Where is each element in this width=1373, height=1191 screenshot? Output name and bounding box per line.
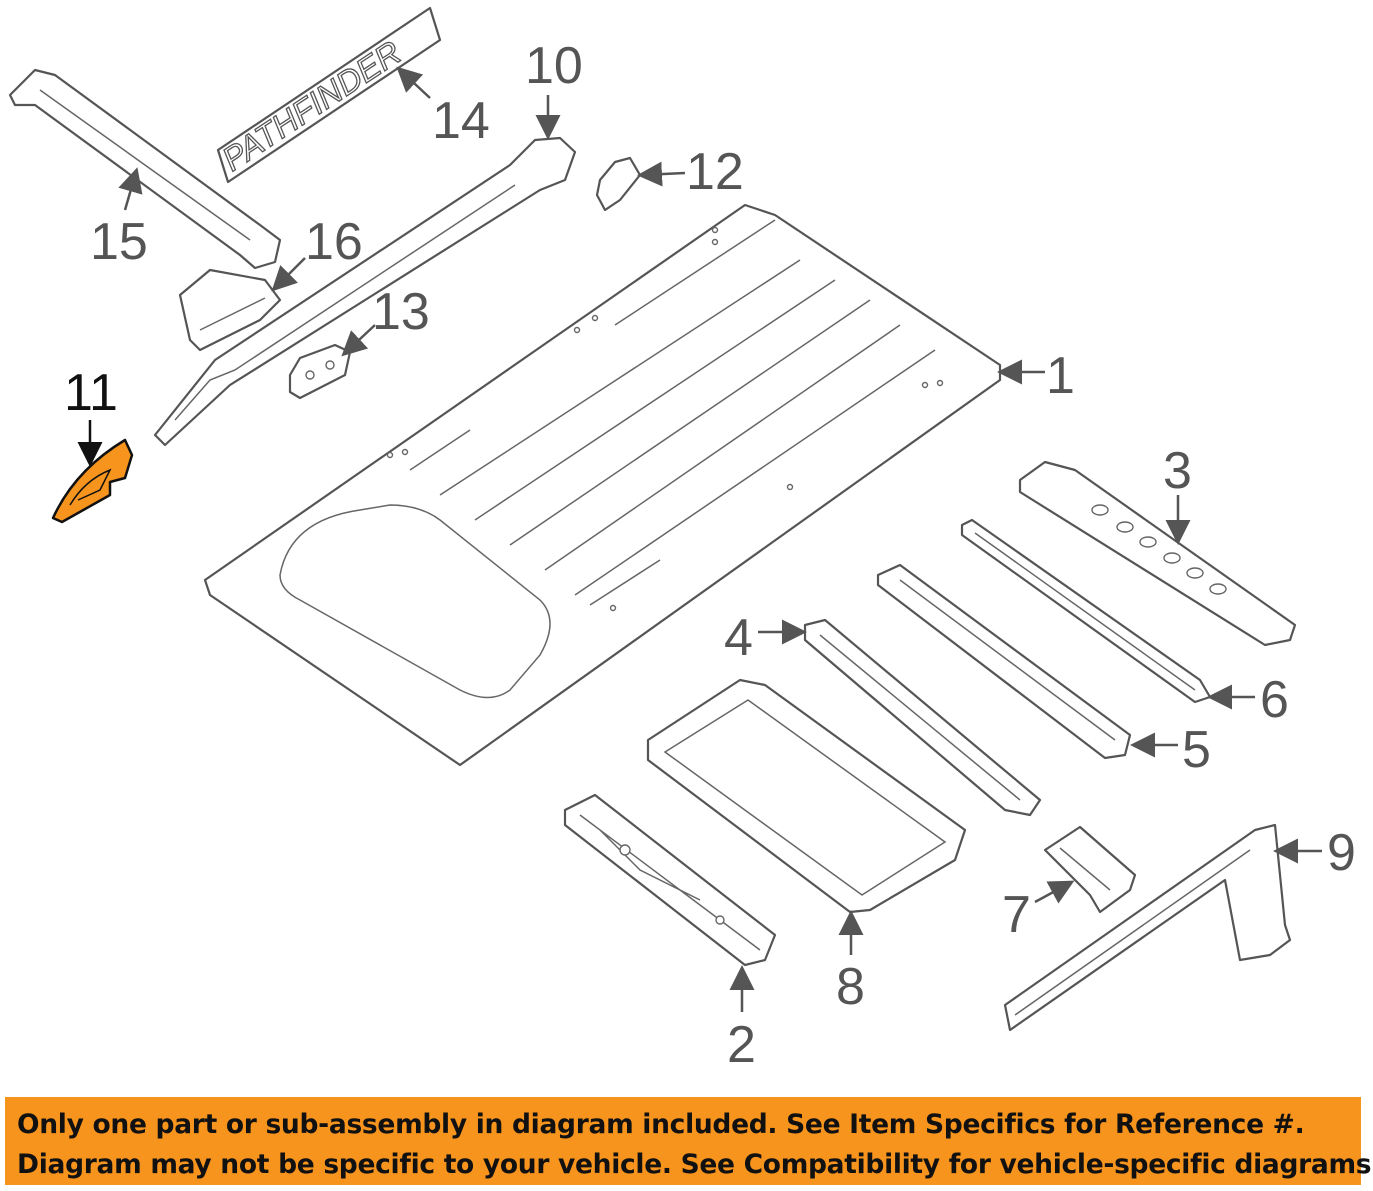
- callout-6: 6: [1260, 671, 1289, 729]
- callout-7: 7: [1002, 886, 1031, 944]
- callout-13: 13: [372, 283, 430, 341]
- callout-15: 15: [90, 213, 148, 271]
- part-11-bracket-highlighted: [51, 438, 134, 524]
- callout-4: 4: [724, 609, 753, 667]
- part-7-bracket: [1043, 825, 1137, 914]
- part-1-roof-panel: [203, 203, 1002, 767]
- callout-14: 14: [432, 92, 490, 150]
- callout-16: 16: [305, 213, 363, 271]
- part-8-sunroof-frame: [646, 678, 967, 914]
- callout-9: 9: [1327, 824, 1356, 882]
- emblem-text: PATHFINDER: [215, 33, 407, 178]
- callout-2: 2: [727, 1016, 756, 1074]
- callout-12: 12: [686, 143, 744, 201]
- callout-1: 1: [1046, 347, 1075, 405]
- part-10-front-header: [153, 136, 577, 447]
- part-3-rear-bow: [1018, 460, 1297, 647]
- part-5-roof-bow: [876, 563, 1132, 760]
- part-2-front-rail: [563, 793, 777, 967]
- callout-5: 5: [1182, 721, 1211, 779]
- part-13-bracket: [288, 343, 352, 400]
- disclaimer-banner: Only one part or sub-assembly in diagram…: [5, 1097, 1373, 1185]
- disclaimer-line-2: Diagram may not be specific to your vehi…: [17, 1149, 1373, 1180]
- part-14-emblem: PATHFINDER: [215, 6, 442, 184]
- callout-10: 10: [525, 37, 583, 95]
- part-9-side-rail: [1003, 823, 1292, 1032]
- part-15-cross-member: [8, 68, 282, 270]
- disclaimer-line-1: Only one part or sub-assembly in diagram…: [17, 1109, 1305, 1140]
- part-12-bracket: [595, 156, 642, 212]
- callout-arrows: [77, 66, 1322, 1012]
- callout-8: 8: [836, 958, 865, 1016]
- callout-11: 11: [64, 364, 118, 422]
- parts-diagram: PATHFINDER 1 2 3 4 5 6 7 8 9: [8, 6, 1356, 1074]
- part-16-bracket: [178, 268, 282, 352]
- callout-3: 3: [1163, 442, 1192, 500]
